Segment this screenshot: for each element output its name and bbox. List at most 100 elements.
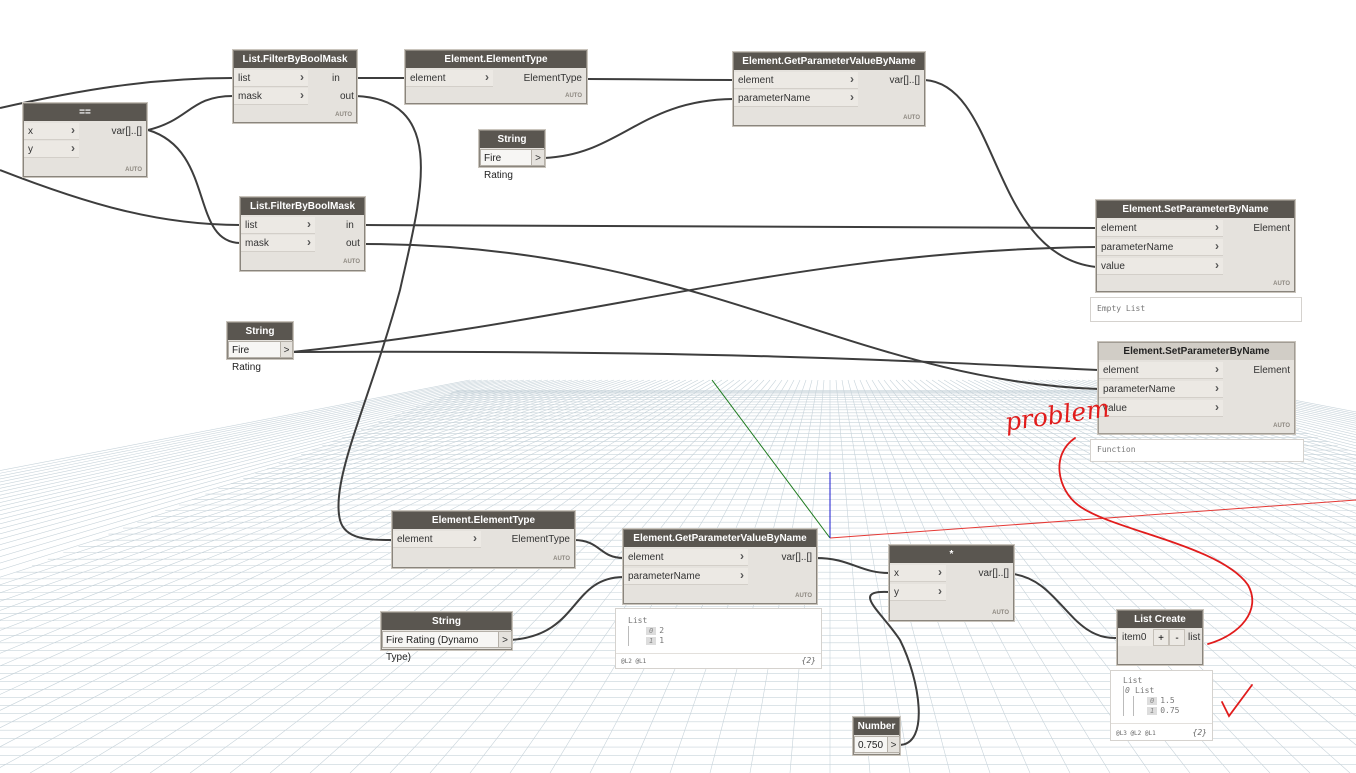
- input-port-mask[interactable]: mask: [234, 87, 308, 105]
- output-port[interactable]: Element: [1253, 365, 1290, 376]
- string-value-input[interactable]: Fire Rating: [480, 149, 532, 181]
- node-title: ==: [24, 104, 146, 121]
- checkmark: [1221, 684, 1253, 718]
- output-port[interactable]: >: [887, 736, 900, 753]
- output-port[interactable]: var[]..[]: [781, 552, 812, 563]
- output-port[interactable]: ElementType: [523, 73, 582, 84]
- output-port[interactable]: >: [280, 341, 293, 358]
- input-port-mask[interactable]: mask: [241, 234, 315, 252]
- node-title: List.FilterByBoolMask: [241, 198, 364, 215]
- preview-sublist-header: List: [1135, 686, 1155, 695]
- input-port-element[interactable]: element: [734, 71, 858, 89]
- input-port-list[interactable]: list: [241, 216, 315, 234]
- input-port-value[interactable]: value: [1099, 399, 1223, 417]
- input-port-x[interactable]: x: [24, 122, 79, 140]
- input-port-value[interactable]: value: [1097, 257, 1223, 275]
- input-port-y[interactable]: y: [890, 583, 946, 601]
- input-port-list[interactable]: list: [234, 69, 308, 87]
- wire: [869, 590, 920, 746]
- lacing-label: AUTO: [992, 610, 1009, 616]
- node-title: Element.GetParameterValueByName: [734, 53, 924, 70]
- string-node[interactable]: String Fire Rating (Dynamo Type) >: [381, 612, 512, 663]
- wire: [510, 576, 624, 641]
- wire: [291, 350, 1099, 371]
- output-port[interactable]: >: [498, 631, 512, 648]
- input-port-element[interactable]: element: [1099, 361, 1223, 379]
- input-port-element[interactable]: element: [406, 69, 493, 87]
- input-port-element[interactable]: element: [393, 530, 481, 548]
- preview-list-header: List: [628, 616, 648, 625]
- node-preview-bubble: Function: [1090, 439, 1304, 462]
- node-title: *: [890, 546, 1013, 563]
- lacing-label: AUTO: [1273, 423, 1290, 429]
- output-port[interactable]: var[]..[]: [978, 568, 1009, 579]
- wire: [586, 78, 734, 81]
- filter-by-bool-mask-node[interactable]: List.FilterByBoolMask list mask in out A…: [240, 197, 365, 271]
- preview-text: Empty List: [1097, 304, 1146, 313]
- preview-count: {2}: [801, 656, 816, 665]
- node-title: Element.ElementType: [406, 51, 586, 68]
- output-port[interactable]: var[]..[]: [889, 75, 920, 86]
- set-parameter-by-name-node[interactable]: Element.SetParameterByName element param…: [1098, 342, 1295, 434]
- output-port[interactable]: list: [1188, 632, 1201, 643]
- get-parameter-value-node[interactable]: Element.GetParameterValueByName element …: [733, 52, 925, 126]
- wire: [291, 246, 1097, 353]
- wire: [147, 129, 241, 244]
- node-title: Element.SetParameterByName: [1099, 343, 1294, 360]
- preview-levels: @L2 @L1: [621, 658, 647, 665]
- wire: [573, 539, 624, 559]
- number-node[interactable]: Number 0.750 >: [853, 717, 900, 755]
- output-port-out[interactable]: out: [340, 91, 354, 102]
- filter-by-bool-mask-node[interactable]: List.FilterByBoolMask list mask in out A…: [233, 50, 357, 123]
- output-port[interactable]: ElementType: [511, 534, 570, 545]
- input-port-element[interactable]: element: [624, 548, 748, 566]
- element-type-node[interactable]: Element.ElementType element ElementType …: [405, 50, 587, 104]
- string-value-input[interactable]: Fire Rating (Dynamo Type): [382, 631, 499, 663]
- output-port[interactable]: Element: [1253, 223, 1290, 234]
- preview-tree-line: [1133, 696, 1134, 716]
- wire: [1012, 573, 1118, 640]
- input-port-parametername[interactable]: parameterName: [1099, 380, 1223, 398]
- node-title: String: [480, 131, 544, 148]
- wire: [0, 169, 241, 226]
- string-node[interactable]: String Fire Rating >: [479, 130, 545, 181]
- list-create-node[interactable]: List Create item0 + - list: [1117, 610, 1203, 665]
- node-title: String: [228, 323, 292, 340]
- wire: [337, 95, 422, 541]
- string-node[interactable]: String Fire Rating >: [227, 322, 293, 373]
- wire: [364, 224, 1097, 229]
- lacing-label: AUTO: [343, 259, 360, 265]
- input-port-y[interactable]: y: [24, 140, 79, 158]
- string-value-input[interactable]: Fire Rating: [228, 341, 281, 373]
- input-port-element[interactable]: element: [1097, 219, 1223, 237]
- preview-divider: [1111, 723, 1212, 724]
- input-port-parametername[interactable]: parameterName: [1097, 238, 1223, 256]
- equals-node[interactable]: == x y var[]..[] AUTO: [23, 103, 147, 177]
- element-type-node[interactable]: Element.ElementType element ElementType …: [392, 511, 575, 568]
- remove-input-button[interactable]: -: [1169, 629, 1185, 646]
- wire: [364, 243, 1099, 390]
- input-port-x[interactable]: x: [890, 564, 946, 582]
- output-port-out[interactable]: out: [346, 238, 360, 249]
- output-port-in[interactable]: in: [346, 220, 354, 231]
- output-port-in[interactable]: in: [332, 73, 340, 84]
- set-parameter-by-name-node[interactable]: Element.SetParameterByName element param…: [1096, 200, 1295, 292]
- multiply-node[interactable]: * x y var[]..[] AUTO: [889, 545, 1014, 621]
- preview-levels: @L3 @L2 @L1: [1116, 730, 1156, 737]
- input-port-item0[interactable]: item0: [1118, 629, 1154, 646]
- preview-count: {2}: [1192, 728, 1207, 737]
- get-parameter-value-node[interactable]: Element.GetParameterValueByName element …: [623, 529, 817, 604]
- input-port-parametername[interactable]: parameterName: [624, 567, 748, 585]
- output-port[interactable]: >: [531, 149, 545, 166]
- preview-tree-line: [1123, 686, 1124, 716]
- output-port[interactable]: var[]..[]: [111, 126, 142, 137]
- number-value-input[interactable]: 0.750: [854, 736, 888, 753]
- node-preview-bubble: Empty List: [1090, 297, 1302, 322]
- input-port-parametername[interactable]: parameterName: [734, 89, 858, 107]
- wire: [543, 98, 734, 159]
- add-input-button[interactable]: +: [1153, 629, 1169, 646]
